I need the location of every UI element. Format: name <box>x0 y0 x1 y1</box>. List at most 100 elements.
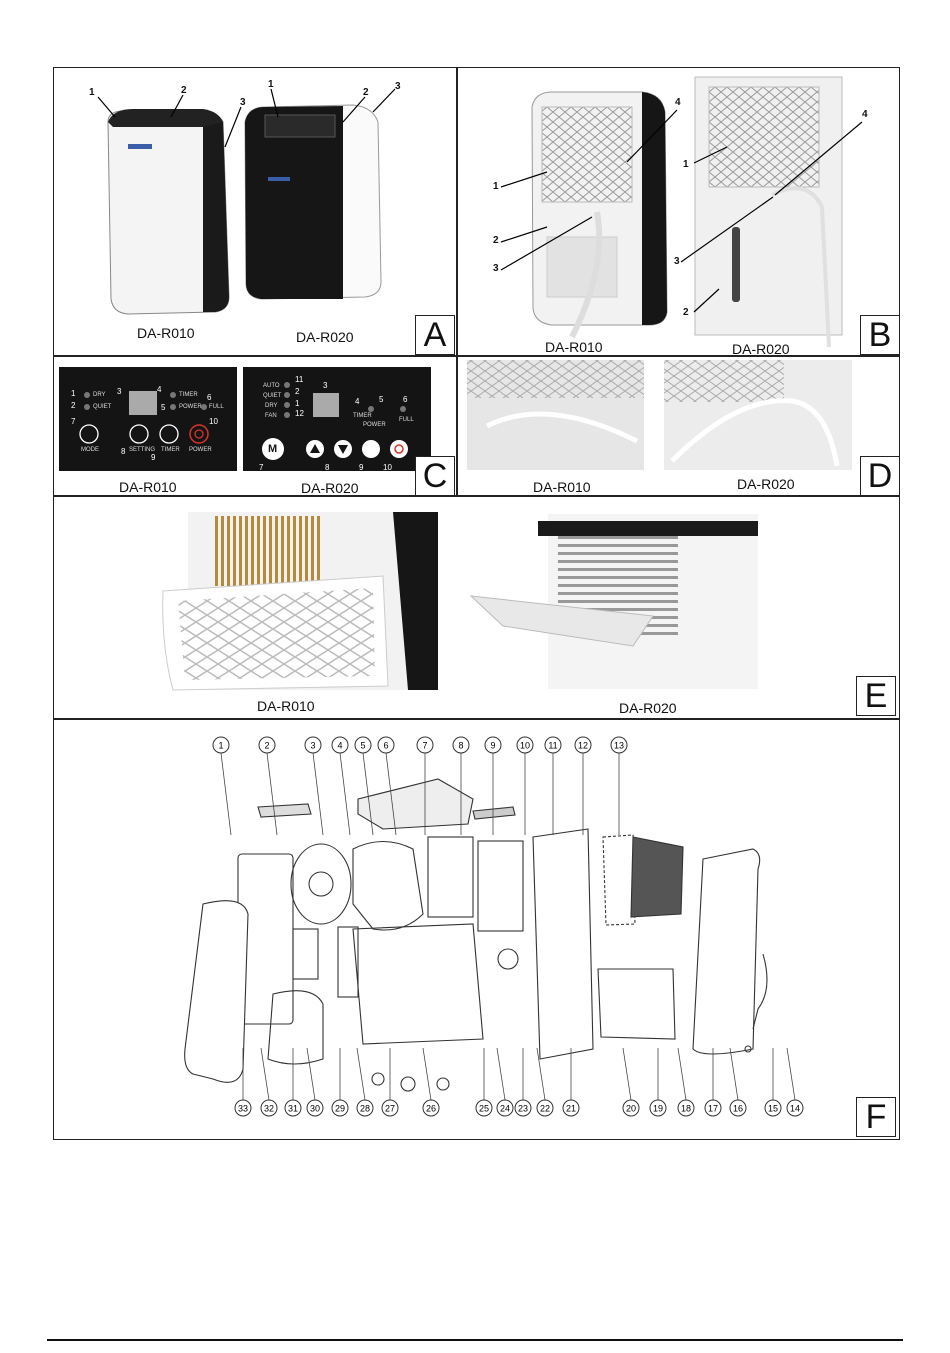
leader-line <box>385 752 397 836</box>
label-dry: DRY <box>265 403 278 409</box>
caption-left: DA-R010 <box>545 339 603 355</box>
svg-text:2: 2 <box>264 741 269 751</box>
part-number-31: 31 <box>284 1099 302 1117</box>
panel-e-illustration <box>162 512 758 691</box>
exploded-parts <box>184 778 768 1092</box>
label-dry: DRY <box>93 392 106 398</box>
part-number-14: 14 <box>786 1099 804 1117</box>
divider-row3 <box>53 718 900 720</box>
callout-4b: 4 <box>862 109 868 120</box>
panel-a: 1 2 3 1 2 3 DA-R010 DA-R020 A <box>53 67 456 356</box>
label-timer: TIMER <box>179 392 198 398</box>
part-number-20: 20 <box>622 1099 640 1117</box>
part-number-4: 4 <box>331 736 349 754</box>
part-number-15: 15 <box>764 1099 782 1117</box>
svg-text:21: 21 <box>566 1104 576 1114</box>
label-full: FULL <box>399 417 414 423</box>
part-number-27: 27 <box>381 1099 399 1117</box>
svg-text:4: 4 <box>337 741 342 751</box>
divider-ab <box>456 67 458 356</box>
part-number-10: 10 <box>516 736 534 754</box>
leader-line <box>312 752 324 836</box>
callout-2: 2 <box>493 235 499 246</box>
panel-letter-f: F <box>856 1097 896 1137</box>
callout-3b: 3 <box>674 256 680 267</box>
label-quiet: QUIET <box>263 393 282 399</box>
part-number-29: 29 <box>331 1099 349 1117</box>
svg-text:17: 17 <box>708 1104 718 1114</box>
control-panel-r010: 1 2 3 4 5 6 7 8 9 10 DRY QUIET TIMER POW… <box>59 367 237 471</box>
part-number-33: 33 <box>234 1099 252 1117</box>
leader-line <box>260 1047 270 1101</box>
svg-text:27: 27 <box>385 1104 395 1114</box>
part-number-2: 2 <box>258 736 276 754</box>
callout-3: 3 <box>240 97 246 108</box>
part-number-7: 7 <box>416 736 434 754</box>
leader-line <box>422 1047 432 1101</box>
svg-text:26: 26 <box>426 1104 436 1114</box>
caption-right: DA-R020 <box>301 480 359 496</box>
svg-text:16: 16 <box>733 1104 743 1114</box>
svg-text:20: 20 <box>626 1104 636 1114</box>
leader-line <box>356 1047 366 1101</box>
leader-line <box>496 1047 506 1101</box>
svg-text:13: 13 <box>614 741 624 751</box>
leader-line <box>677 1047 687 1101</box>
control-panel-r020-shapes <box>262 382 408 460</box>
label-power: POWER <box>363 422 386 428</box>
callout-3b: 3 <box>395 81 401 92</box>
svg-text:30: 30 <box>310 1104 320 1114</box>
svg-text:5: 5 <box>360 741 365 751</box>
svg-text:33: 33 <box>238 1104 248 1114</box>
setting-button-label: SETTING <box>129 447 156 453</box>
part-number-12: 12 <box>574 736 592 754</box>
leader-line <box>536 1047 546 1101</box>
caption-right: DA-R020 <box>732 341 790 357</box>
svg-text:18: 18 <box>681 1104 691 1114</box>
callout-1b: 1 <box>683 159 689 170</box>
caption-left: DA-R010 <box>137 325 195 341</box>
svg-text:19: 19 <box>653 1104 663 1114</box>
caption-right: DA-R020 <box>619 700 677 716</box>
timer-button-label: TIMER <box>161 447 180 453</box>
svg-text:25: 25 <box>479 1104 489 1114</box>
leader-line <box>786 1047 796 1101</box>
callout-2b: 2 <box>363 87 369 98</box>
panel-letter-a: A <box>415 315 455 355</box>
panel-d-illustration <box>467 360 852 470</box>
control-panel-r010-shapes <box>79 391 209 444</box>
callout-1b: 1 <box>268 79 274 90</box>
part-number-13: 13 <box>610 736 628 754</box>
leader-line <box>306 1047 316 1101</box>
svg-text:8: 8 <box>458 741 463 751</box>
svg-text:15: 15 <box>768 1104 778 1114</box>
svg-text:9: 9 <box>490 741 495 751</box>
part-number-32: 32 <box>260 1099 278 1117</box>
panel-e: DA-R010 DA-R020 E <box>53 496 900 718</box>
divider-row2 <box>53 495 900 497</box>
svg-text:32: 32 <box>264 1104 274 1114</box>
svg-text:3: 3 <box>310 741 315 751</box>
callout-2b: 2 <box>683 307 689 318</box>
part-number-16: 16 <box>729 1099 747 1117</box>
label-auto: AUTO <box>263 383 280 389</box>
svg-text:28: 28 <box>360 1104 370 1114</box>
callout-1: 1 <box>89 87 95 98</box>
callout-3: 3 <box>493 263 499 274</box>
caption-left: DA-R010 <box>533 479 591 495</box>
part-number-28: 28 <box>356 1099 374 1117</box>
power-button-label: POWER <box>189 447 212 453</box>
panel-letter-d: D <box>860 456 900 496</box>
leader-line <box>729 1047 739 1101</box>
part-number-24: 24 <box>496 1099 514 1117</box>
part-number-17: 17 <box>704 1099 722 1117</box>
callout-4: 4 <box>675 97 681 108</box>
svg-text:22: 22 <box>540 1104 550 1114</box>
caption-left: DA-R010 <box>257 698 315 714</box>
part-number-6: 6 <box>377 736 395 754</box>
part-number-5: 5 <box>354 736 372 754</box>
figure-frame <box>53 67 900 1140</box>
svg-text:7: 7 <box>422 741 427 751</box>
label-quiet: QUIET <box>93 404 112 410</box>
